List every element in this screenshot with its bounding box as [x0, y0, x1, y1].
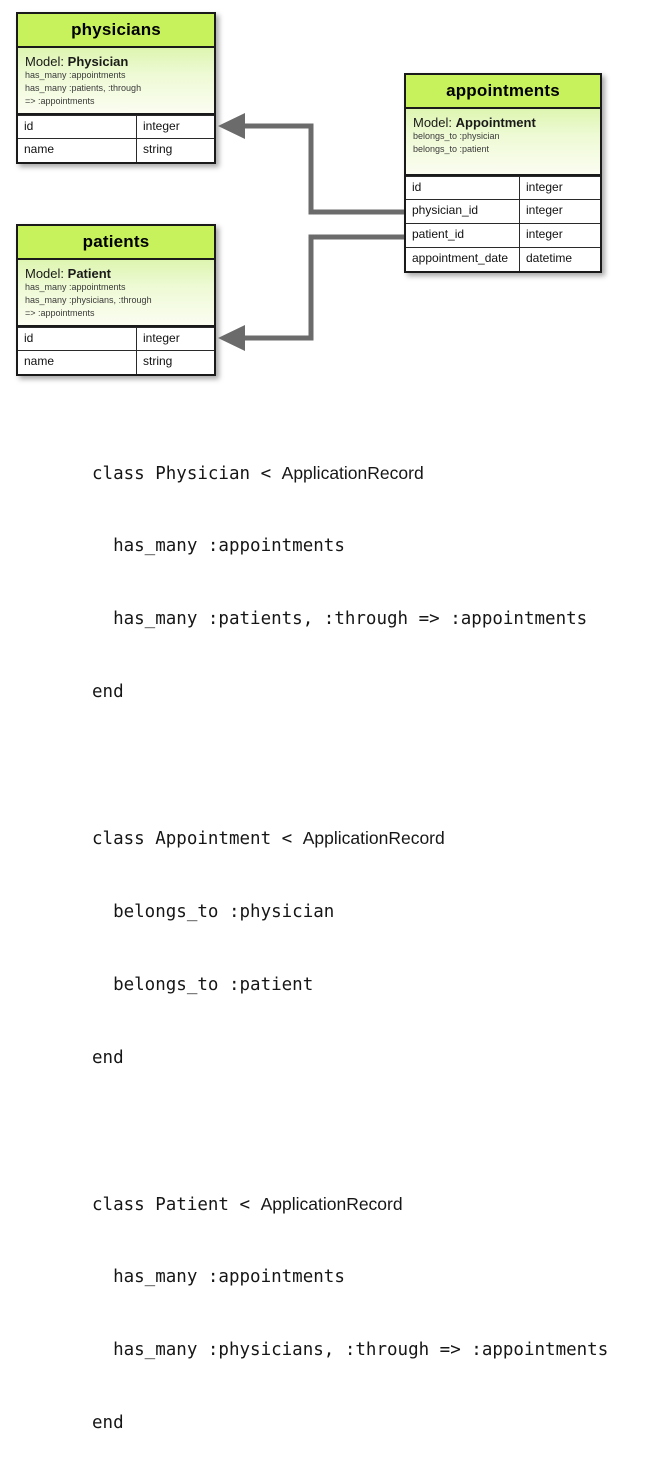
attribute-type: string — [143, 354, 173, 369]
arrowhead-icon-patients — [218, 325, 245, 351]
code-line: has_many :appointments — [92, 1265, 652, 1289]
model-line: Model: Appointment — [413, 115, 593, 130]
code-line: class Physician < ApplicationRecord — [92, 461, 652, 486]
model-line: Model: Patient — [25, 266, 207, 281]
association-line: => :appointments — [25, 95, 95, 106]
attribute-type: datetime — [526, 251, 573, 266]
attribute-row: id integer — [18, 326, 214, 351]
model-line: Model: Physician — [25, 54, 207, 69]
attribute-name: id — [406, 176, 520, 200]
connector-patient-fk — [238, 234, 404, 341]
entity-patients-model: Model: Patient has_many :appointments ha… — [18, 260, 214, 327]
code-line: belongs_to :physician — [92, 900, 652, 924]
attribute-name: name — [18, 351, 137, 375]
code-line: end — [92, 680, 652, 704]
code-line: has_many :patients, :through => :appoint… — [92, 607, 652, 631]
arrowhead-icon-physicians — [218, 113, 245, 139]
code-line: has_many :physicians, :through => :appoi… — [92, 1338, 652, 1362]
connector-physician-fk — [238, 123, 404, 215]
model-name: Patient — [67, 266, 111, 281]
code-line-blank — [92, 1119, 652, 1143]
code-line: belongs_to :patient — [92, 973, 652, 997]
code-text: has_many :patients, :through => :appoint… — [92, 609, 588, 630]
attribute-type: string — [143, 142, 173, 157]
attribute-type: integer — [526, 203, 563, 218]
code-text: has_many :appointments — [92, 536, 345, 557]
entity-appointments-title: appointments — [406, 75, 600, 109]
code-text: class Physician < — [92, 463, 282, 484]
attribute-name: name — [18, 139, 137, 163]
code-line: end — [92, 1411, 652, 1435]
attribute-type: integer — [526, 179, 563, 194]
association-line: has_many :appointments — [25, 70, 126, 81]
association-line: has_many :appointments — [25, 282, 126, 293]
code-text: class Appointment < — [92, 829, 303, 850]
entity-appointments-model: Model: Appointment belongs_to :physician… — [406, 109, 600, 176]
code-class-name: ApplicationRecord — [302, 828, 445, 849]
code-text: has_many :physicians, :through => :appoi… — [92, 1340, 609, 1361]
attribute-row: id integer — [406, 175, 600, 200]
code-line: class Appointment < ApplicationRecord — [92, 826, 652, 851]
entity-physicians[interactable]: physicians Model: Physician has_many :ap… — [16, 12, 216, 165]
entity-patients[interactable]: patients Model: Patient has_many :appoin… — [16, 224, 216, 377]
attribute-row: patient_id integer — [406, 223, 600, 248]
code-text: end — [92, 682, 124, 703]
attribute-row: name string — [18, 138, 214, 163]
model-name: Physician — [67, 54, 129, 69]
code-text: class Patient < — [92, 1194, 261, 1215]
model-label: Model: — [25, 54, 65, 69]
association-line: has_many :physicians, :through — [25, 295, 152, 306]
attribute-name: physician_id — [406, 200, 520, 224]
attribute-row: appointment_date datetime — [406, 247, 600, 271]
code-text: end — [92, 1047, 124, 1068]
association-line: => :appointments — [25, 307, 95, 318]
model-label: Model: — [25, 266, 65, 281]
attribute-type: integer — [526, 227, 563, 242]
association-line: belongs_to :patient — [413, 144, 490, 155]
code-line: class Patient < ApplicationRecord — [92, 1192, 652, 1217]
code-line: has_many :appointments — [92, 534, 652, 558]
code-text: belongs_to :physician — [92, 901, 335, 922]
attribute-type: integer — [143, 330, 180, 345]
attribute-row: physician_id integer — [406, 199, 600, 224]
attribute-row: id integer — [18, 114, 214, 139]
entity-physicians-title: physicians — [18, 14, 214, 48]
model-name: Appointment — [455, 115, 536, 130]
code-text: end — [92, 1413, 124, 1434]
code-class-name: ApplicationRecord — [260, 1193, 403, 1214]
attribute-type: integer — [143, 118, 180, 133]
model-label: Model: — [413, 115, 453, 130]
code-class-name: ApplicationRecord — [281, 462, 424, 483]
attribute-name: patient_id — [406, 224, 520, 248]
attribute-row: name string — [18, 350, 214, 375]
code-line: end — [92, 1046, 652, 1070]
code-line-blank — [92, 753, 652, 777]
entity-patients-title: patients — [18, 226, 214, 260]
attribute-name: appointment_date — [406, 248, 520, 271]
code-text: has_many :appointments — [92, 1267, 345, 1288]
association-line: has_many :patients, :through — [25, 83, 142, 94]
attribute-name: id — [18, 115, 137, 139]
code-text: belongs_to :patient — [92, 974, 314, 995]
entity-appointments[interactable]: appointments Model: Appointment belongs_… — [404, 73, 602, 273]
attribute-name: id — [18, 327, 137, 351]
entity-physicians-model: Model: Physician has_many :appointments … — [18, 48, 214, 115]
ruby-code-block: class Physician < ApplicationRecord has_… — [92, 412, 652, 1460]
association-line: belongs_to :physician — [413, 131, 500, 142]
